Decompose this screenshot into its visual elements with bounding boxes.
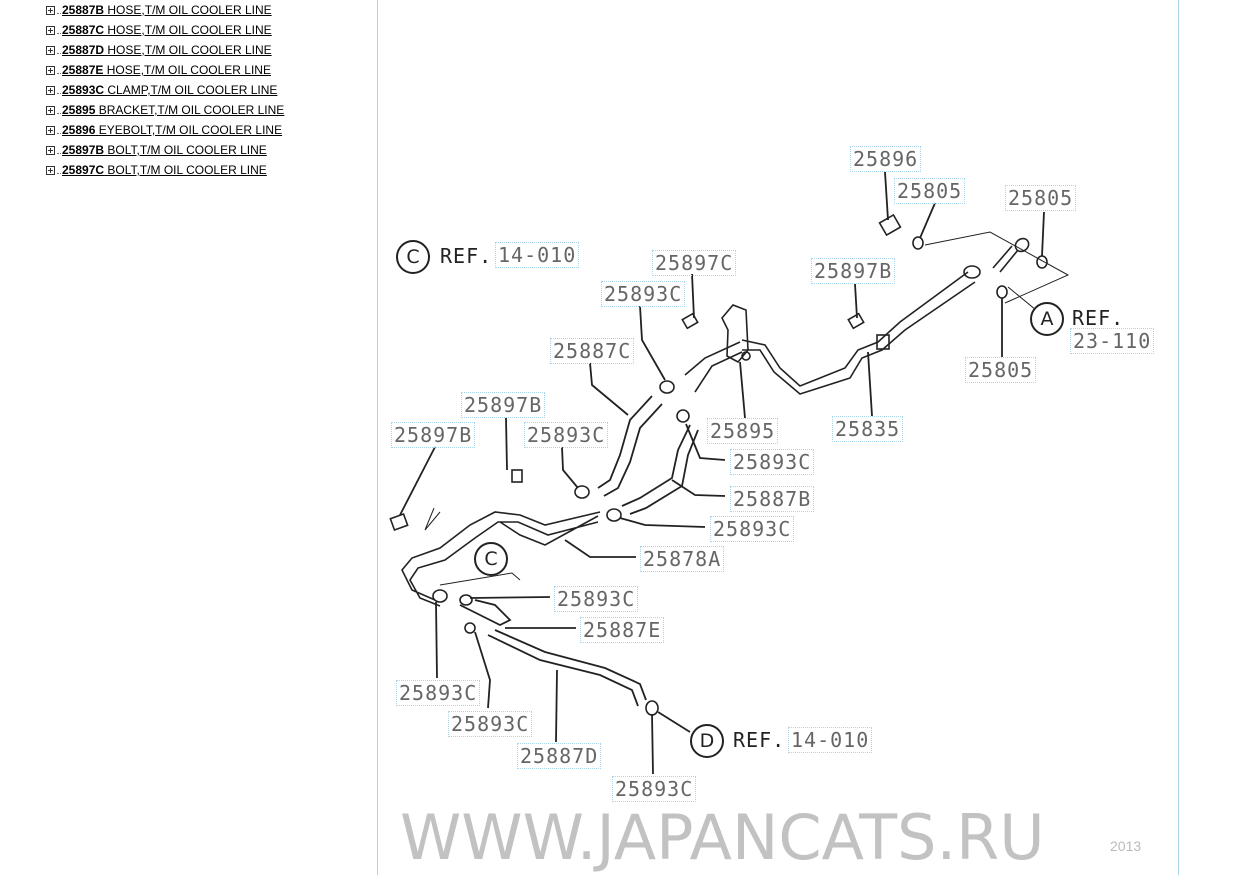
part-name: HOSE,T/M OIL COOLER LINE: [107, 3, 272, 17]
expand-icon[interactable]: [46, 125, 55, 135]
tree-connector: [57, 127, 61, 134]
callout-25887c[interactable]: 25887C: [550, 338, 635, 364]
ref-d-circle: D: [690, 724, 724, 758]
pipe-25878A: [401, 511, 601, 607]
part-link[interactable]: 25897B BOLT,T/M OIL COOLER LINE: [62, 143, 267, 157]
callout-25887b[interactable]: 25887B: [730, 486, 815, 512]
part-name: HOSE,T/M OIL COOLER LINE: [107, 23, 272, 37]
callout-25887d[interactable]: 25887D: [517, 743, 602, 769]
expand-icon[interactable]: [46, 165, 55, 175]
callout-25805[interactable]: 25805: [965, 357, 1037, 383]
diagram-border: [1178, 0, 1179, 875]
callout-25893c[interactable]: 25893C: [554, 586, 639, 612]
tree-item[interactable]: 25887D HOSE,T/M OIL COOLER LINE: [46, 40, 376, 60]
tree-connector: [57, 147, 61, 154]
callout-25893c[interactable]: 25893C: [601, 281, 686, 307]
tree-item[interactable]: 25893C CLAMP,T/M OIL COOLER LINE: [46, 80, 376, 100]
hose-25887D: [487, 629, 647, 707]
part-name: BRACKET,T/M OIL COOLER LINE: [98, 103, 285, 117]
tree-item[interactable]: 25887E HOSE,T/M OIL COOLER LINE: [46, 60, 376, 80]
expand-icon[interactable]: [46, 25, 55, 35]
tree-connector: [57, 47, 61, 54]
ref-c-code[interactable]: 14-010: [495, 242, 580, 268]
part-code: 25895: [62, 103, 96, 117]
tree-connector: [57, 87, 61, 94]
ref-c-circle: C: [396, 240, 430, 274]
part-link[interactable]: 25887C HOSE,T/M OIL COOLER LINE: [62, 23, 272, 37]
ref-a-code[interactable]: 23-110: [1070, 328, 1155, 354]
part-name: EYEBOLT,T/M OIL COOLER LINE: [98, 123, 283, 137]
callout-25893c[interactable]: 25893C: [710, 516, 795, 542]
tree-connector: [57, 167, 61, 174]
expand-icon[interactable]: [46, 45, 55, 55]
tree-connector: [57, 27, 61, 34]
expand-icon[interactable]: [46, 105, 55, 115]
expand-icon[interactable]: [46, 65, 55, 75]
tree-connector: [57, 107, 61, 114]
part-link[interactable]: 25896 EYEBOLT,T/M OIL COOLER LINE: [62, 123, 282, 137]
tree-item[interactable]: 25895 BRACKET,T/M OIL COOLER LINE: [46, 100, 376, 120]
callout-25897c[interactable]: 25897C: [652, 250, 737, 276]
tree-connector: [57, 7, 61, 14]
callout-25897b[interactable]: 25897B: [811, 258, 896, 284]
pipe-25835: [741, 237, 1030, 395]
part-code: 25887D: [62, 43, 105, 57]
callout-25897b[interactable]: 25897B: [391, 422, 476, 448]
expand-icon[interactable]: [46, 85, 55, 95]
callout-25895[interactable]: 25895: [707, 418, 779, 444]
part-link[interactable]: 25893C CLAMP,T/M OIL COOLER LINE: [62, 83, 277, 97]
part-code: 25887C: [62, 23, 105, 37]
callout-25893c[interactable]: 25893C: [612, 776, 697, 802]
ref-a-circle: A: [1030, 302, 1064, 336]
callout-25893c[interactable]: 25893C: [448, 711, 533, 737]
tree-item[interactable]: 25897B BOLT,T/M OIL COOLER LINE: [46, 140, 376, 160]
callout-25893c[interactable]: 25893C: [730, 449, 815, 475]
callout-25897b[interactable]: 25897B: [461, 392, 546, 418]
callout-25805[interactable]: 25805: [1005, 185, 1077, 211]
ref-d-code[interactable]: 14-010: [788, 727, 873, 753]
callout-25835[interactable]: 25835: [832, 416, 904, 442]
tree-item[interactable]: 25887C HOSE,T/M OIL COOLER LINE: [46, 20, 376, 40]
part-name: HOSE,T/M OIL COOLER LINE: [107, 43, 272, 57]
part-name: HOSE,T/M OIL COOLER LINE: [106, 63, 271, 77]
part-link[interactable]: 25897C BOLT,T/M OIL COOLER LINE: [62, 163, 267, 177]
hose-25887E: [459, 599, 512, 627]
callout-25893c[interactable]: 25893C: [396, 680, 481, 706]
c-marker-circle: C: [474, 542, 508, 576]
tree-item[interactable]: 25887B HOSE,T/M OIL COOLER LINE: [46, 0, 376, 20]
panel-divider: [377, 0, 378, 875]
part-name: CLAMP,T/M OIL COOLER LINE: [107, 83, 278, 97]
callout-25805[interactable]: 25805: [894, 178, 966, 204]
part-link[interactable]: 25887E HOSE,T/M OIL COOLER LINE: [62, 63, 271, 77]
tree-item[interactable]: 25897C BOLT,T/M OIL COOLER LINE: [46, 160, 376, 180]
part-code: 25887E: [62, 63, 104, 77]
part-code: 25887B: [62, 3, 105, 17]
ref-a-label: REF.: [1072, 306, 1125, 330]
part-name: BOLT,T/M OIL COOLER LINE: [107, 143, 267, 157]
tree-item[interactable]: 25896 EYEBOLT,T/M OIL COOLER LINE: [46, 120, 376, 140]
callout-25887e[interactable]: 25887E: [580, 617, 665, 643]
watermark-year: 2013: [1110, 838, 1142, 854]
part-code: 25897C: [62, 163, 105, 177]
bracket-25895: [721, 304, 749, 364]
hose-25887C: [597, 395, 663, 497]
expand-icon[interactable]: [46, 5, 55, 15]
part-name: BOLT,T/M OIL COOLER LINE: [107, 163, 267, 177]
part-code: 25896: [62, 123, 96, 137]
part-link[interactable]: 25895 BRACKET,T/M OIL COOLER LINE: [62, 103, 284, 117]
part-code: 25893C: [62, 83, 105, 97]
callout-25896[interactable]: 25896: [850, 146, 922, 172]
part-code: 25897B: [62, 143, 105, 157]
callout-25893c[interactable]: 25893C: [524, 422, 609, 448]
part-link[interactable]: 25887B HOSE,T/M OIL COOLER LINE: [62, 3, 272, 17]
ref-d-label: REF.: [733, 728, 786, 752]
hose-25887B: [621, 424, 699, 515]
ref-c-label: REF.: [440, 244, 493, 268]
tree-connector: [57, 67, 61, 74]
part-link[interactable]: 25887D HOSE,T/M OIL COOLER LINE: [62, 43, 272, 57]
callout-25878a[interactable]: 25878A: [640, 546, 725, 572]
expand-icon[interactable]: [46, 145, 55, 155]
